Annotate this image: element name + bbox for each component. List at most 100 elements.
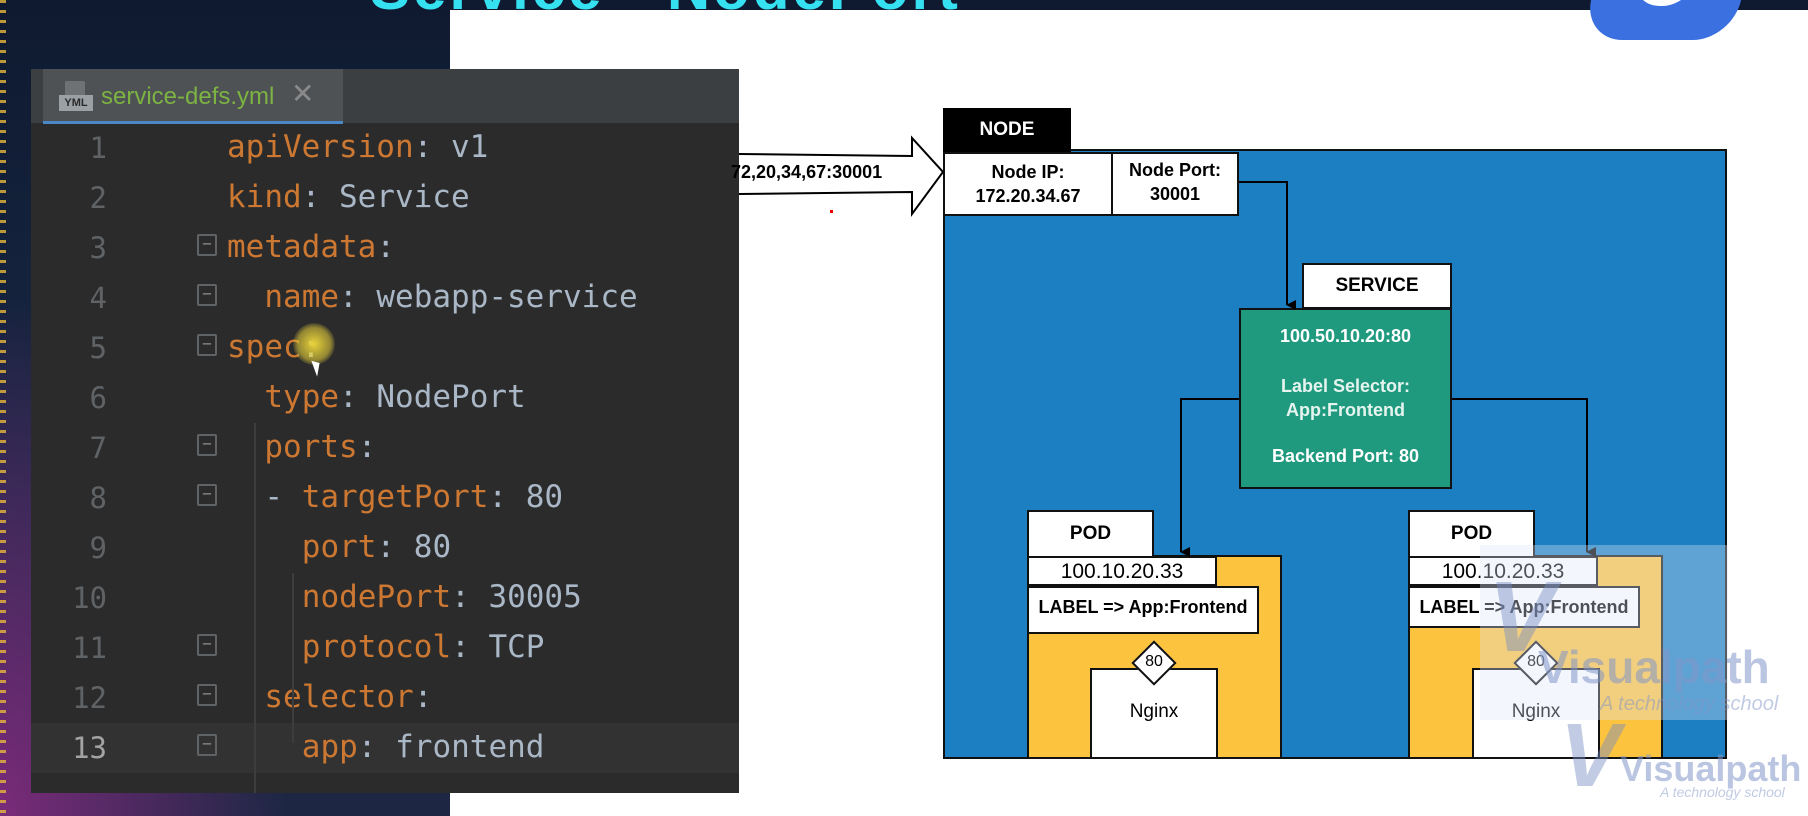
- pod-label: LABEL => App:Frontend: [1408, 586, 1640, 628]
- tab-filename: service-defs.yml: [101, 83, 275, 110]
- line-number: 10: [72, 581, 107, 615]
- yaml-key: port: [301, 529, 377, 565]
- node-ip-box: Node IP: 172.20.34.67: [943, 152, 1113, 216]
- code-text: apiVersion: v1: [227, 129, 489, 165]
- fold-marker-icon[interactable]: −: [197, 684, 217, 706]
- indent-guide: [254, 423, 257, 793]
- watermark-tagline-2: A technology school: [1660, 784, 1785, 800]
- code-text: port: 80: [301, 529, 452, 565]
- yaml-value: 30005: [488, 579, 582, 615]
- code-text: - targetPort: 80: [264, 479, 564, 515]
- line-number: 1: [89, 131, 107, 165]
- watermark-panel: [1480, 545, 1728, 720]
- yaml-key: ports: [264, 429, 358, 465]
- yml-file-icon: YML: [59, 81, 93, 111]
- watermark-logo-icon-2: V: [1560, 706, 1621, 806]
- close-tab-icon[interactable]: ✕: [291, 78, 315, 109]
- code-line[interactable]: 7 − ports:: [31, 423, 739, 473]
- watermark-name: Visualpath: [1538, 641, 1770, 693]
- yaml-value: TCP: [488, 629, 545, 665]
- yaml-key: metadata: [227, 229, 377, 265]
- fold-marker-icon[interactable]: −: [197, 284, 217, 306]
- red-dot: [830, 210, 833, 213]
- code-line[interactable]: 10 nodePort: 30005: [31, 573, 739, 623]
- code-text: kind: Service: [227, 179, 470, 215]
- code-text: app: frontend: [301, 729, 545, 765]
- yaml-key: name: [264, 279, 340, 315]
- line-number: 5: [89, 331, 107, 365]
- service-box: 100.50.10.20:80 Label Selector: App:Fron…: [1239, 308, 1452, 489]
- code-text: nodePort: 30005: [301, 579, 582, 615]
- code-line[interactable]: 4 − name: webapp-service: [31, 273, 739, 323]
- pod-label: LABEL => App:Frontend: [1027, 586, 1259, 634]
- code-line[interactable]: 11 − protocol: TCP: [31, 623, 739, 673]
- yaml-key: type: [264, 379, 340, 415]
- yaml-key: protocol: [301, 629, 452, 665]
- yaml-value: 80: [413, 529, 452, 565]
- yaml-key: selector: [264, 679, 414, 715]
- code-text: protocol: TCP: [301, 629, 545, 665]
- yaml-key: targetPort: [301, 479, 489, 515]
- code-line[interactable]: 8 − - targetPort: 80: [31, 473, 739, 523]
- watermark-tagline: A technology school: [1600, 693, 1779, 715]
- yaml-key: spec: [227, 329, 302, 365]
- line-number: 2: [89, 181, 107, 215]
- yaml-value: Service: [338, 179, 470, 215]
- fold-marker-icon[interactable]: −: [197, 234, 217, 256]
- editor-tab-bar: YML service-defs.yml ✕: [31, 69, 739, 124]
- service-header: SERVICE: [1302, 263, 1452, 309]
- top-strip: [450, 0, 1808, 10]
- fold-marker-icon[interactable]: −: [197, 734, 217, 756]
- yaml-key: kind: [227, 179, 302, 215]
- node-port-box: Node Port: 30001: [1111, 152, 1239, 216]
- fold-marker-icon[interactable]: −: [197, 334, 217, 356]
- mouse-highlight: [293, 323, 335, 365]
- yaml-value: frontend: [395, 729, 545, 765]
- editor-tab[interactable]: YML service-defs.yml ✕: [43, 69, 343, 124]
- yaml-value: 80: [525, 479, 564, 515]
- label-selector: Label Selector: App:Frontend: [1280, 376, 1411, 420]
- code-editor[interactable]: YML service-defs.yml ✕ 1 apiVersion: v1 2 k…: [31, 69, 739, 793]
- code-text: metadata:: [227, 229, 395, 265]
- code-line[interactable]: 1 apiVersion: v1: [31, 123, 739, 173]
- line-number: 8: [89, 481, 107, 515]
- code-line[interactable]: 2 kind: Service: [31, 173, 739, 223]
- code-text: name: webapp-service: [264, 279, 638, 315]
- line-number: 13: [72, 731, 107, 765]
- code-text: ports:: [264, 429, 377, 465]
- backend-port: Backend Port: 80: [1271, 446, 1420, 466]
- code-line[interactable]: 13 − app: frontend: [31, 723, 739, 773]
- line-number: 7: [89, 431, 107, 465]
- line-number: 4: [89, 281, 107, 315]
- code-line[interactable]: 6 type: NodePort: [31, 373, 739, 423]
- fold-marker-icon[interactable]: −: [197, 634, 217, 656]
- pod-header: POD: [1027, 510, 1154, 558]
- code-text: type: NodePort: [264, 379, 526, 415]
- line-number: 11: [72, 631, 107, 665]
- container-port: 80: [1527, 653, 1545, 670]
- yaml-key: nodePort: [301, 579, 452, 615]
- yaml-value: v1: [450, 129, 489, 165]
- yaml-key: app: [301, 729, 358, 765]
- pod-ip: 100.10.20.33: [1027, 556, 1217, 586]
- code-line[interactable]: 12 − selector:: [31, 673, 739, 723]
- line-number: 6: [89, 381, 107, 415]
- pod-ip: 100.10.20.33: [1408, 556, 1598, 586]
- slide-title: Service - NodePort: [370, 0, 961, 23]
- indent-guide: [291, 573, 294, 743]
- fold-marker-icon[interactable]: −: [197, 484, 217, 506]
- code-line[interactable]: 3 −metadata:: [31, 223, 739, 273]
- line-number: 9: [89, 531, 107, 565]
- code-line[interactable]: 9 port: 80: [31, 523, 739, 573]
- yaml-value: webapp-service: [376, 279, 638, 315]
- fold-marker-icon[interactable]: −: [197, 434, 217, 456]
- node-header: NODE: [943, 108, 1071, 152]
- line-number: 12: [72, 681, 107, 715]
- yaml-key: apiVersion: [227, 129, 414, 165]
- request-address-label: 72,20,34,67:30001: [731, 162, 883, 182]
- decorative-dots: [0, 0, 6, 816]
- container-port: 80: [1145, 653, 1163, 670]
- code-text: selector:: [264, 679, 433, 715]
- line-number: 3: [89, 231, 107, 265]
